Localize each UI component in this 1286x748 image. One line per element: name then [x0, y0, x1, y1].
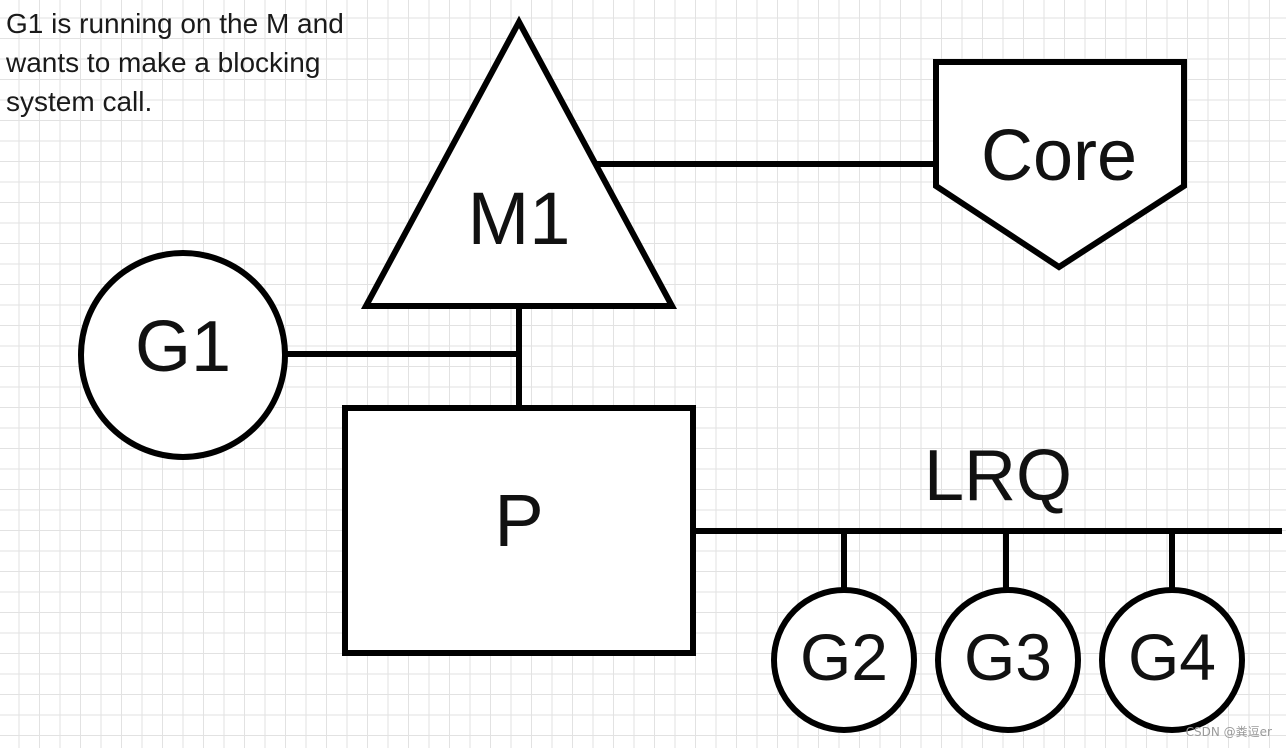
lrq-label: LRQ — [924, 436, 1072, 516]
m1-label: M1 — [468, 177, 571, 260]
caption-line: system call. — [6, 86, 153, 117]
caption-line: wants to make a blocking — [6, 47, 321, 78]
g3-node — [935, 587, 1081, 733]
core-label: Core — [981, 116, 1137, 196]
g1-label: G1 — [135, 307, 231, 387]
core-node — [933, 59, 1187, 271]
g4-node — [1099, 587, 1245, 733]
g2-label: G2 — [800, 620, 888, 694]
g3-label: G3 — [964, 620, 1052, 694]
watermark-text: CSDN @粪逗er — [1185, 725, 1272, 739]
g2-node — [771, 587, 917, 733]
p-label: P — [494, 479, 543, 562]
caption-text: G1 is running on the M and wants to make… — [6, 4, 426, 121]
m1-node — [360, 15, 678, 309]
g4-label: G4 — [1128, 620, 1216, 694]
caption-line: G1 is running on the M and — [6, 8, 344, 39]
g1-node — [78, 250, 288, 460]
p-node — [342, 405, 696, 656]
